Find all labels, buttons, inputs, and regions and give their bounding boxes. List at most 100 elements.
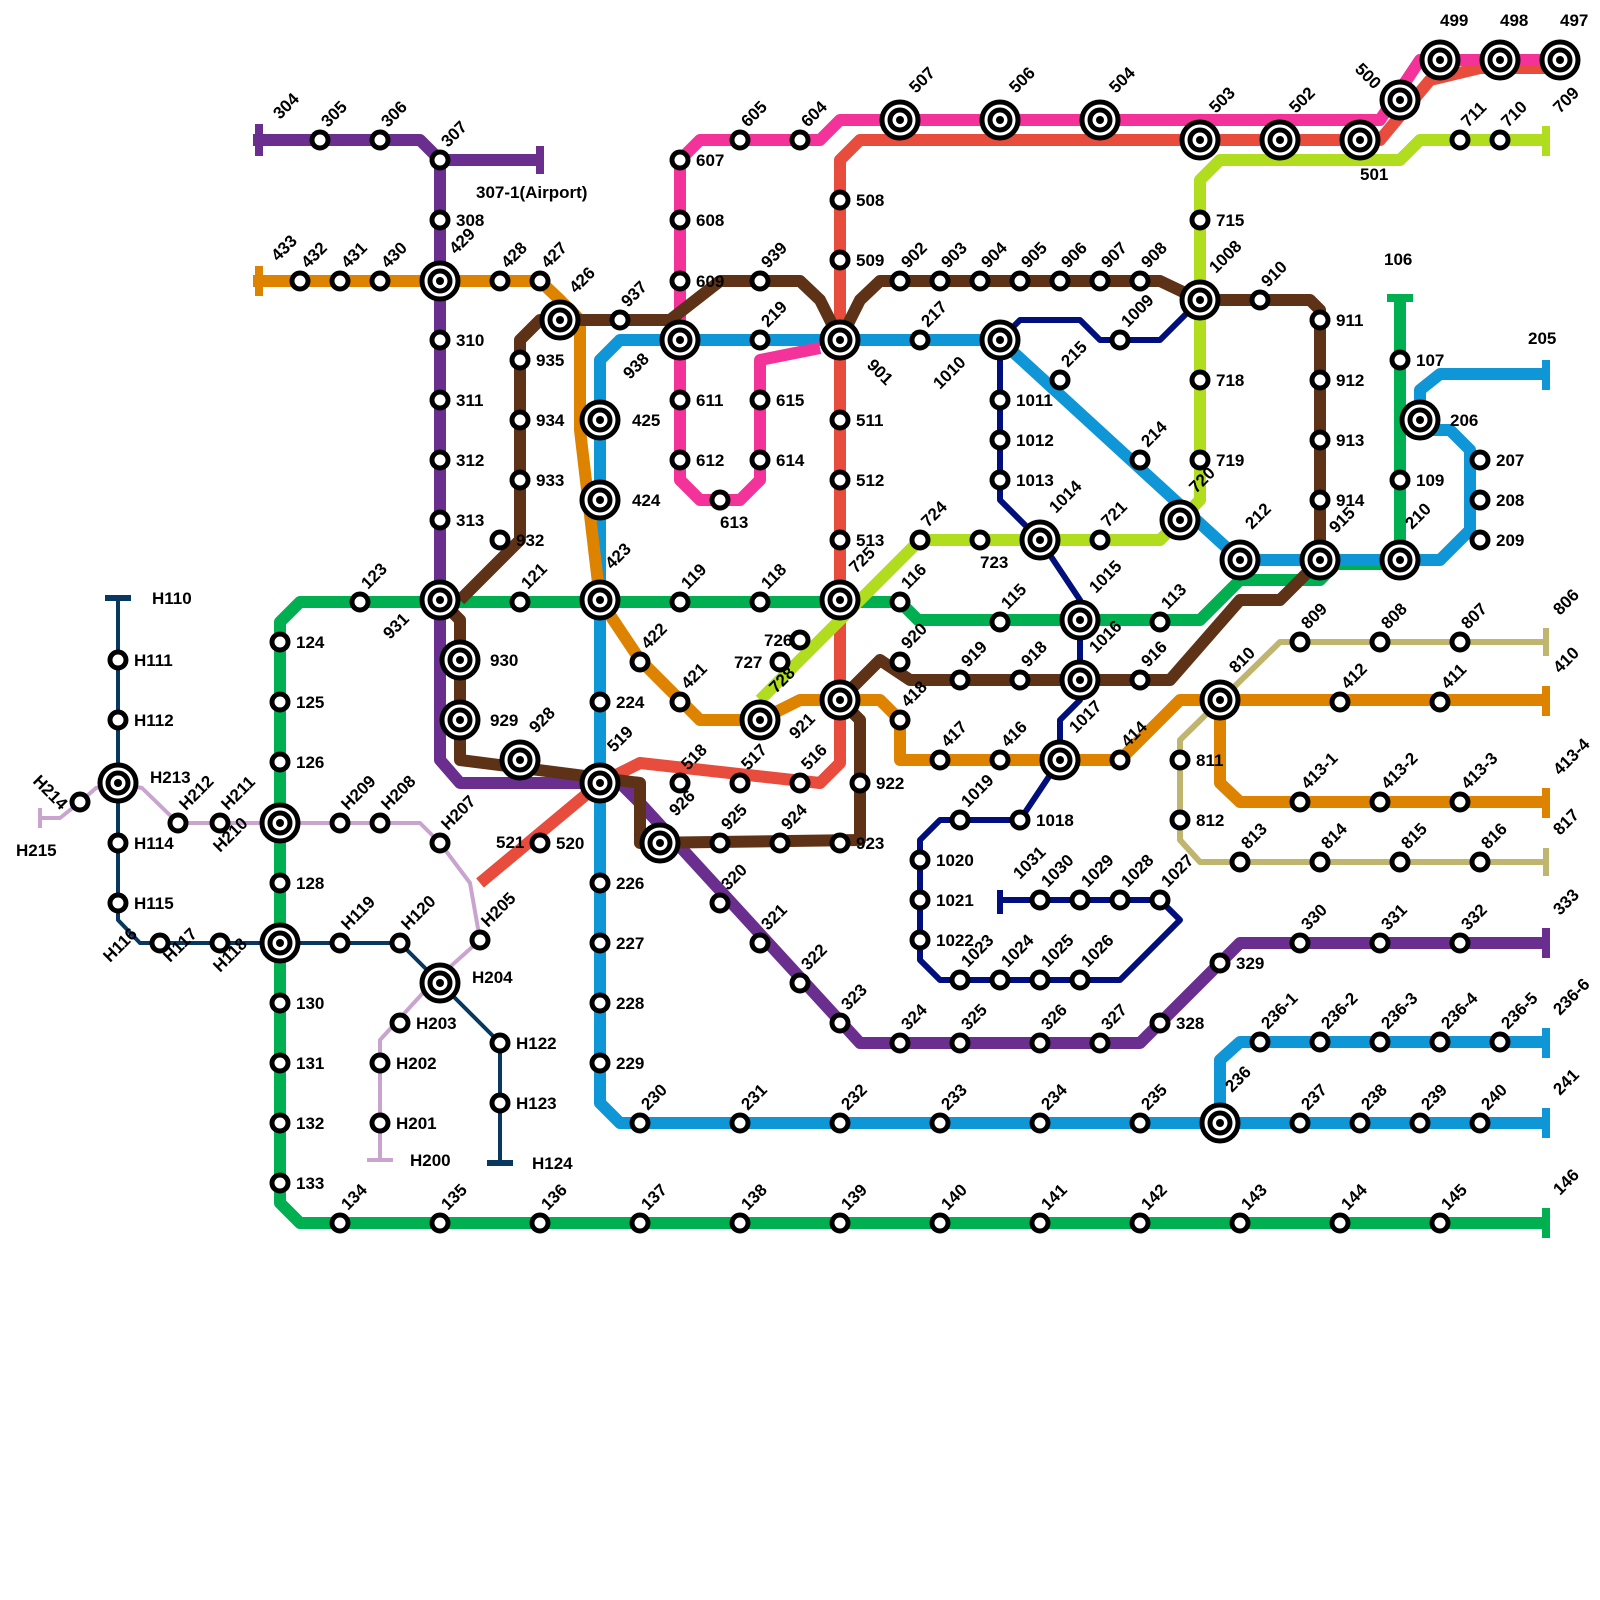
station-s1030[interactable]: [1032, 892, 1048, 908]
station-s411[interactable]: [1432, 694, 1448, 710]
station-s313[interactable]: [432, 512, 448, 528]
station-s513[interactable]: [832, 532, 848, 548]
station-s1023[interactable]: [952, 972, 968, 988]
station-s920[interactable]: [892, 654, 908, 670]
station-s414[interactable]: [1112, 752, 1128, 768]
station-s811[interactable]: [1172, 752, 1188, 768]
station-H122[interactable]: [492, 1035, 508, 1051]
station-s715[interactable]: [1192, 212, 1208, 228]
station-s133[interactable]: [272, 1175, 288, 1191]
station-s143[interactable]: [1232, 1215, 1248, 1231]
station-s615[interactable]: [752, 392, 768, 408]
station-s134[interactable]: [332, 1215, 348, 1231]
station-s417[interactable]: [932, 752, 948, 768]
station-H214[interactable]: [72, 794, 88, 810]
station-s214[interactable]: [1132, 452, 1148, 468]
station-s932[interactable]: [492, 532, 508, 548]
station-H120[interactable]: [392, 935, 408, 951]
station-s512[interactable]: [832, 472, 848, 488]
station-s138[interactable]: [732, 1215, 748, 1231]
station-s238[interactable]: [1352, 1115, 1368, 1131]
station-s933[interactable]: [512, 472, 528, 488]
station-s219[interactable]: [752, 332, 768, 348]
station-s422[interactable]: [632, 654, 648, 670]
station-H112[interactable]: [110, 712, 126, 728]
station-s135[interactable]: [432, 1215, 448, 1231]
station-s726[interactable]: [792, 632, 808, 648]
station-s814[interactable]: [1312, 854, 1328, 870]
station-s914[interactable]: [1312, 492, 1328, 508]
station-s144[interactable]: [1332, 1215, 1348, 1231]
station-H209[interactable]: [332, 815, 348, 831]
station-s312[interactable]: [432, 452, 448, 468]
station-s140[interactable]: [932, 1215, 948, 1231]
station-s925[interactable]: [712, 835, 728, 851]
station-s116[interactable]: [892, 594, 908, 610]
station-s224[interactable]: [592, 694, 608, 710]
station-s237[interactable]: [1292, 1115, 1308, 1131]
station-s904[interactable]: [972, 273, 988, 289]
station-s612[interactable]: [672, 452, 688, 468]
station-s935[interactable]: [512, 352, 528, 368]
station-s115[interactable]: [992, 614, 1008, 630]
station-s1024[interactable]: [992, 972, 1008, 988]
station-s228[interactable]: [592, 995, 608, 1011]
station-s232[interactable]: [832, 1115, 848, 1131]
station-s508[interactable]: [832, 192, 848, 208]
station-s711[interactable]: [1452, 132, 1468, 148]
station-s107[interactable]: [1392, 352, 1408, 368]
station-H208[interactable]: [372, 815, 388, 831]
station-s416[interactable]: [992, 752, 1008, 768]
station-s614[interactable]: [752, 452, 768, 468]
station-s121[interactable]: [512, 594, 528, 610]
station-s308[interactable]: [432, 212, 448, 228]
station-s1025[interactable]: [1032, 972, 1048, 988]
station-s431[interactable]: [332, 273, 348, 289]
station-s905[interactable]: [1012, 273, 1028, 289]
station-s233[interactable]: [932, 1115, 948, 1131]
station-s922[interactable]: [852, 775, 868, 791]
station-s239[interactable]: [1412, 1115, 1428, 1131]
station-s234[interactable]: [1032, 1115, 1048, 1131]
station-s236_3[interactable]: [1372, 1034, 1388, 1050]
station-s710[interactable]: [1492, 132, 1508, 148]
station-H202[interactable]: [372, 1055, 388, 1071]
station-s517[interactable]: [732, 775, 748, 791]
station-s908[interactable]: [1132, 273, 1148, 289]
station-H114[interactable]: [110, 835, 126, 851]
station-s236_5[interactable]: [1492, 1034, 1508, 1050]
station-s329[interactable]: [1212, 955, 1228, 971]
station-s240[interactable]: [1472, 1115, 1488, 1131]
station-s911[interactable]: [1312, 312, 1328, 328]
station-s902[interactable]: [892, 273, 908, 289]
station-s724[interactable]: [912, 532, 928, 548]
station-s413_3[interactable]: [1452, 794, 1468, 810]
station-s227[interactable]: [592, 935, 608, 951]
station-H212[interactable]: [170, 815, 186, 831]
station-s816[interactable]: [1472, 854, 1488, 870]
station-s812[interactable]: [1172, 812, 1188, 828]
station-s428[interactable]: [492, 273, 508, 289]
station-s1019[interactable]: [952, 812, 968, 828]
station-s809[interactable]: [1292, 634, 1308, 650]
station-s924[interactable]: [772, 835, 788, 851]
station-s320[interactable]: [712, 895, 728, 911]
station-s516[interactable]: [792, 775, 808, 791]
station-s815[interactable]: [1392, 854, 1408, 870]
station-s412[interactable]: [1332, 694, 1348, 710]
station-s236_4[interactable]: [1432, 1034, 1448, 1050]
station-s208[interactable]: [1472, 492, 1488, 508]
station-s215[interactable]: [1052, 372, 1068, 388]
station-s808[interactable]: [1372, 634, 1388, 650]
station-s912[interactable]: [1312, 372, 1328, 388]
station-s217[interactable]: [912, 332, 928, 348]
station-s723[interactable]: [972, 532, 988, 548]
station-s1028[interactable]: [1112, 892, 1128, 908]
station-s130[interactable]: [272, 995, 288, 1011]
station-s1029[interactable]: [1072, 892, 1088, 908]
station-s322[interactable]: [792, 975, 808, 991]
station-s307[interactable]: [432, 152, 448, 168]
station-s1011[interactable]: [992, 392, 1008, 408]
station-s332[interactable]: [1452, 935, 1468, 951]
station-s331[interactable]: [1372, 935, 1388, 951]
